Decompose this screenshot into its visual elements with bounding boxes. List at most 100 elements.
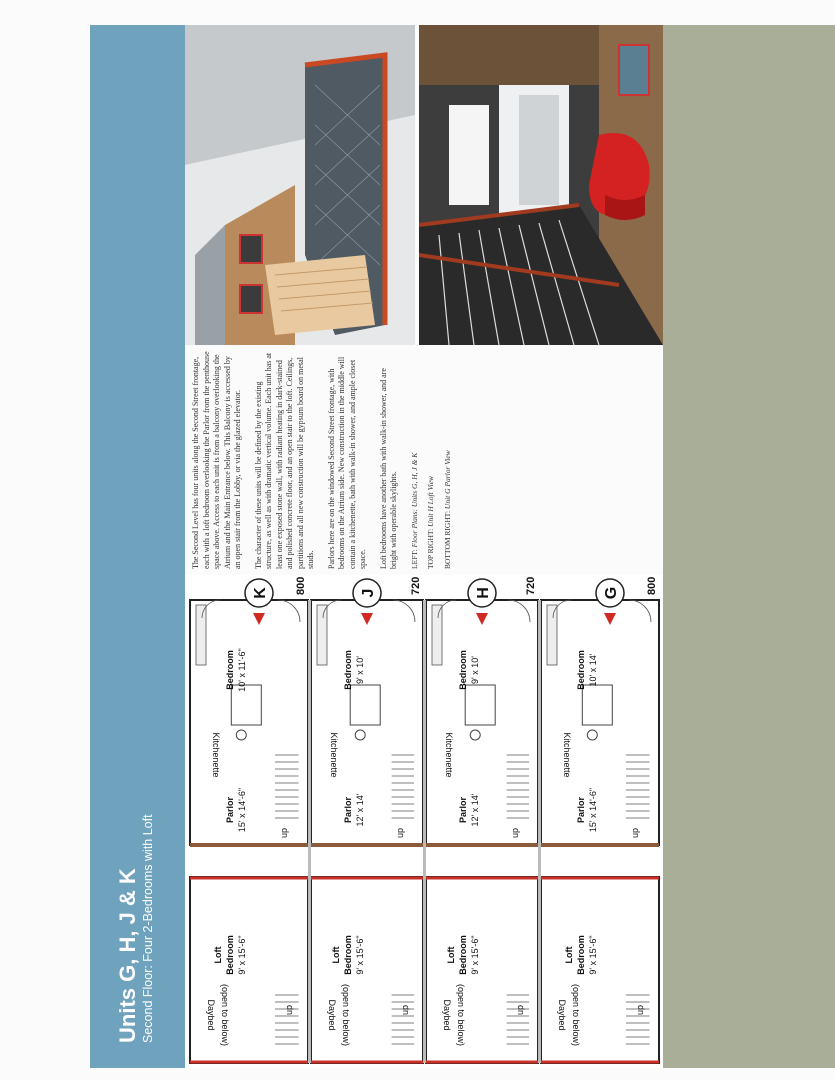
stair-up-label: up — [279, 828, 289, 838]
loft-bedroom-label: Bedroom — [343, 935, 353, 975]
bath-fixture — [230, 684, 262, 726]
description-paragraph: Parlors here are on the windowed Second … — [326, 356, 368, 569]
stair-down-label: dn — [401, 1005, 411, 1015]
side-band — [663, 25, 835, 1068]
toilet-fixture — [235, 729, 247, 741]
bedroom-label: Bedroom — [458, 650, 468, 690]
loft-size: 9' x 15'-6" — [355, 935, 365, 974]
door-swing — [552, 599, 572, 619]
bedroom-label: Bedroom — [225, 650, 235, 690]
loft-label: Loft — [331, 947, 341, 964]
closet — [546, 604, 558, 666]
bath-fixture — [581, 684, 613, 726]
stair-down-label: dn — [636, 1005, 646, 1015]
bedroom-label: Bedroom — [576, 650, 586, 690]
bedroom-size: 10' x 14' — [588, 653, 598, 686]
photo-divider — [416, 25, 418, 345]
description-paragraph: The Second Level has four units along th… — [191, 351, 242, 569]
unit-gsf: 800 gsf — [646, 575, 658, 595]
title-text-svg: Units G, H, J & K Second Floor: Four 2-B… — [115, 814, 155, 1043]
daybed-label: Daybed — [327, 999, 337, 1030]
kitchenette-label: Kitchenette — [444, 732, 454, 777]
loft-view-render — [185, 25, 415, 345]
parlor-size: 15' x 14'-6" — [588, 788, 598, 832]
parlor-view-render — [419, 25, 663, 345]
door-swing — [392, 599, 416, 623]
caption-left: LEFT: Floor Plans: Units G, H, J & K — [409, 452, 419, 569]
door-swing — [437, 599, 457, 619]
unit-letter: J — [360, 589, 377, 598]
unit-marker-circle — [244, 578, 274, 608]
bedroom-label: Bedroom — [343, 650, 353, 690]
open-to-below-label: (open to below) — [571, 984, 581, 1046]
parlor-label: Parlor — [343, 796, 353, 823]
daybed-label: Daybed — [442, 999, 452, 1030]
daybed-label: Daybed — [557, 999, 567, 1030]
unit-marker-circle — [352, 578, 382, 608]
loft-bedroom-label: Bedroom — [225, 935, 235, 975]
title-band — [90, 25, 185, 1068]
loft-size: 9' x 15'-6" — [588, 935, 598, 974]
caption-bottom-right: BOTTOM RIGHT: Unit G Parlor View — [442, 450, 452, 569]
unit-arrow-marker — [253, 613, 265, 625]
door-swing — [507, 599, 531, 623]
stair-up-label: up — [510, 828, 520, 838]
loft-label: Loft — [213, 947, 223, 964]
door-swing — [322, 599, 342, 619]
parlor-label: Parlor — [576, 796, 586, 823]
open-to-below-label: (open to below) — [220, 984, 230, 1046]
stair-down-label: dn — [516, 1005, 526, 1015]
kitchenette-label: Kitchenette — [562, 732, 572, 777]
open-to-below-label: (open to below) — [456, 984, 466, 1046]
description-column: The Second Level has four units along th… — [185, 345, 663, 575]
bath-fixture — [464, 684, 496, 726]
toilet-fixture — [586, 729, 598, 741]
bedroom-size: 9' x 10' — [355, 656, 365, 684]
unit-letter: G — [603, 587, 620, 599]
closet — [431, 604, 443, 666]
unit-gsf: 720 gsf — [410, 575, 422, 595]
loft-bedroom-label: Bedroom — [576, 935, 586, 975]
parlor-size: 12' x 14' — [355, 793, 365, 826]
page-title: Units G, H, J & K — [115, 868, 140, 1043]
bath-fixture — [349, 684, 381, 726]
party-wall — [308, 600, 311, 1063]
parlor-size: 15' x 14'-6" — [237, 788, 247, 832]
parlor-label: Parlor — [225, 796, 235, 823]
loft-label: Loft — [446, 947, 456, 964]
parlor-label: Parlor — [458, 796, 468, 823]
bedroom-size: 10' x 11'-6" — [237, 648, 247, 692]
daybed-label: Daybed — [206, 999, 216, 1030]
stair-up-label: up — [630, 828, 640, 838]
description-area: The Second Level has four units along th… — [185, 345, 663, 575]
description-paragraph: Loft bedrooms have another bath with wal… — [378, 368, 399, 569]
toilet-fixture — [354, 729, 366, 741]
door-swing — [628, 599, 652, 623]
closet — [195, 604, 207, 666]
closet — [316, 604, 328, 666]
caption-top-right: TOP RIGHT: Unit H Loft View — [426, 475, 435, 569]
loft-size: 9' x 15'-6" — [237, 935, 247, 974]
kitchenette-label: Kitchenette — [329, 732, 339, 777]
parlor-size: 12' x 14' — [470, 793, 480, 826]
unit-gsf: 720 gsf — [525, 575, 537, 595]
stair — [625, 754, 650, 819]
unit-marker-circle — [595, 578, 625, 608]
unit-letter: H — [475, 587, 492, 599]
loft-size: 9' x 15'-6" — [470, 935, 480, 974]
party-wall — [423, 600, 426, 1063]
unit-marker-circle — [467, 578, 497, 608]
party-wall — [538, 600, 541, 1063]
unit-gsf: 800 gsf — [295, 575, 307, 595]
loft-label: Loft — [564, 947, 574, 964]
stair-down-label: dn — [285, 1005, 295, 1015]
door-swing — [277, 599, 301, 623]
unit-arrow-marker — [476, 613, 488, 625]
stair-up-label: up — [395, 828, 405, 838]
unit-letter: K — [252, 587, 269, 599]
